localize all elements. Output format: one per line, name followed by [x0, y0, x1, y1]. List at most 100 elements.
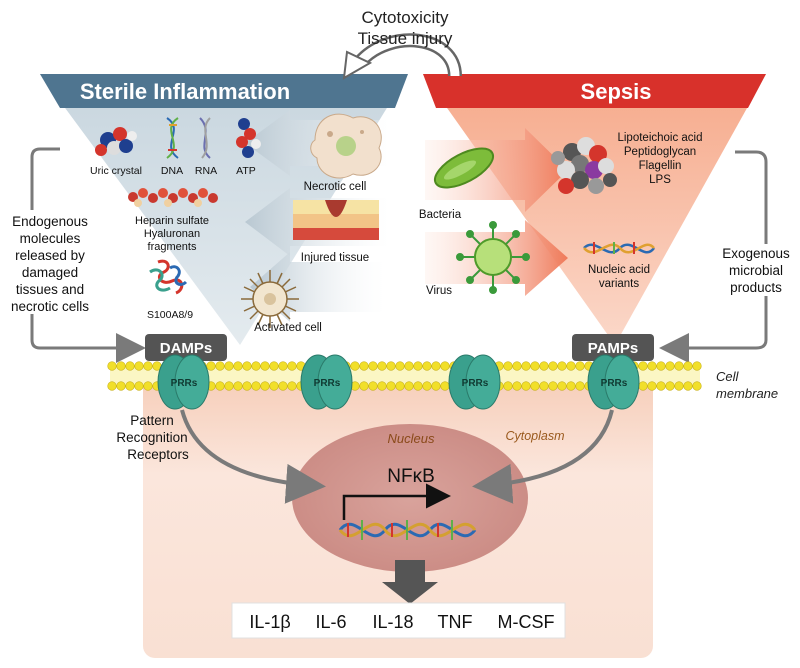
- rna-icon: [199, 117, 211, 159]
- damps-badge-label: DAMPs: [160, 340, 213, 357]
- lipid-head: [539, 381, 549, 391]
- heparin-chain-icon: [128, 188, 218, 207]
- nucleic-acid-label-2: variants: [599, 278, 640, 290]
- lipid-head: [530, 381, 540, 391]
- activated-cell-icon: [241, 270, 299, 328]
- nucleic-acid-label-1: Nucleic acid: [588, 264, 650, 276]
- exogenous-line-1: Exogenous: [722, 246, 790, 261]
- prr-receptor-1: PRRs: [157, 354, 210, 410]
- lipid-head: [251, 361, 261, 371]
- lipid-head: [674, 381, 684, 391]
- lipid-head: [125, 381, 135, 391]
- necrotic-cell-label: Necrotic cell: [304, 181, 367, 193]
- lipid-head: [359, 381, 369, 391]
- lipid-head: [206, 361, 216, 371]
- lipid-head: [368, 381, 378, 391]
- lipid-head: [692, 361, 702, 371]
- exogenous-line-3: products: [730, 280, 782, 295]
- nucleic-acid-icon: [583, 242, 656, 254]
- lipid-head: [224, 381, 234, 391]
- lipid-head: [647, 381, 657, 391]
- lps-label: LPS: [649, 174, 671, 186]
- sepsis-header-bar: [423, 74, 766, 108]
- lipid-head: [413, 381, 423, 391]
- bacteria-icon: [433, 147, 495, 189]
- heparin-label-2: Hyaluronan: [144, 228, 200, 240]
- cell-membrane-label-1: Cell: [716, 369, 740, 384]
- lipid-head: [278, 381, 288, 391]
- dna-label: DNA: [161, 165, 183, 177]
- prr-receptor-4: PRRs: [587, 354, 640, 410]
- lipid-head: [422, 361, 432, 371]
- lipid-head: [503, 361, 513, 371]
- cytoplasm-label: Cytoplasm: [505, 429, 564, 443]
- lipid-head: [386, 381, 396, 391]
- lipid-head: [359, 361, 369, 371]
- virus-label: Virus: [426, 285, 452, 297]
- lipid-head: [269, 361, 279, 371]
- lipid-head: [575, 381, 585, 391]
- prr-caption-2: Recognition: [116, 430, 187, 445]
- necrotic-cell-icon: [310, 113, 382, 179]
- prr-receptor-3: PRRs: [448, 354, 501, 410]
- activated-cell-label: Activated cell: [254, 322, 322, 334]
- lipid-head: [512, 381, 522, 391]
- lipid-head: [395, 381, 405, 391]
- dna-helix-icon: [338, 520, 477, 540]
- prr-receptor-4-label: PRRs: [601, 378, 628, 389]
- lipid-head: [656, 381, 666, 391]
- lipid-head: [431, 381, 441, 391]
- cytotoxicity-arc-arrow: [342, 33, 462, 80]
- prr-caption-1: Pattern: [130, 413, 174, 428]
- lipid-head: [521, 381, 531, 391]
- prr-caption-3: Receptors: [127, 447, 189, 462]
- lipid-head: [566, 381, 576, 391]
- lipid-head: [422, 381, 432, 391]
- exogenous-line-2: microbial: [729, 263, 783, 278]
- lipid-head: [377, 361, 387, 371]
- endogenous-line-4: damaged: [22, 265, 78, 280]
- cytokine-il6: IL-6: [315, 612, 346, 632]
- lipid-head: [107, 361, 117, 371]
- lipid-head: [350, 361, 360, 371]
- lipid-head: [548, 361, 558, 371]
- lipid-head: [143, 361, 153, 371]
- flagellin-label: Flagellin: [639, 160, 682, 172]
- heparin-label-3: fragments: [148, 241, 197, 253]
- lipid-head: [683, 361, 693, 371]
- lipid-head: [368, 361, 378, 371]
- exogenous-label: Exogenous microbial products: [720, 244, 800, 296]
- pamps-badge: [572, 334, 654, 361]
- s100-protein-icon: [149, 259, 188, 295]
- lipid-head: [125, 361, 135, 371]
- lipid-head: [674, 361, 684, 371]
- cytokine-tnf: TNF: [438, 612, 473, 632]
- lipid-head: [116, 381, 126, 391]
- transcription-start-arrow: [342, 483, 451, 520]
- lipid-head: [215, 361, 225, 371]
- lipid-head: [575, 361, 585, 371]
- cell-membrane-label-2: membrane: [716, 386, 778, 401]
- peptidoglycan-label: Peptidoglycan: [624, 146, 696, 158]
- cytokine-mcsf: M-CSF: [498, 612, 555, 632]
- damps-badge: [145, 334, 227, 361]
- endogenous-line-5: tissues and: [16, 282, 84, 297]
- sepsis-title: Sepsis: [581, 79, 652, 104]
- left-signal-arrow: [180, 409, 326, 504]
- lipid-head: [287, 381, 297, 391]
- cytotoxicity-label: Cytotoxicity: [362, 8, 449, 27]
- lipid-head: [557, 361, 567, 371]
- sterile-inflammation-header-bar: [40, 74, 408, 108]
- lipid-head: [503, 381, 513, 391]
- lipid-head: [377, 381, 387, 391]
- lipid-head: [566, 361, 576, 371]
- tissue-injury-label: Tissue injury: [358, 29, 453, 48]
- lipid-head: [215, 381, 225, 391]
- lipid-head: [521, 361, 531, 371]
- prr-receptor-1-label: PRRs: [171, 378, 198, 389]
- lipid-head: [278, 361, 288, 371]
- heparin-label-1: Heparin sulfate: [135, 215, 209, 227]
- endogenous-label: Endogenous molecules released by damaged…: [2, 210, 100, 314]
- uric-crystal-icon: [95, 127, 137, 156]
